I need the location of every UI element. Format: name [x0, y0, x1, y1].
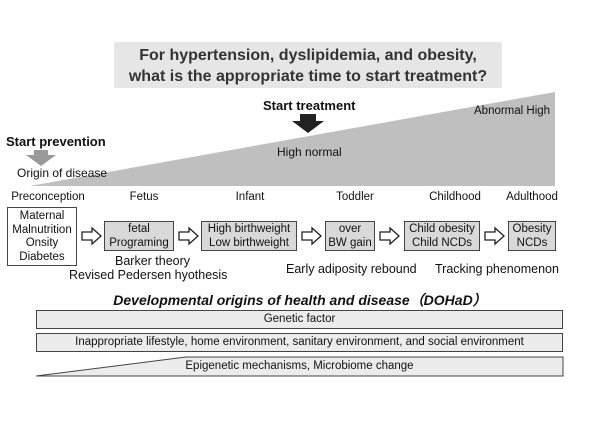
pedersen-hypothesis-text: Revised Pedersen hyothesis	[69, 268, 228, 282]
box-line: Programing	[109, 236, 169, 249]
box-line: Malnutrition	[12, 223, 72, 236]
abnormal-high-label: Abnormal High	[474, 105, 551, 117]
question-line-2: what is the appropriate time to start tr…	[128, 68, 488, 85]
box-line: High birthweight	[207, 223, 291, 235]
dohad-title: Developmental origins of health and dise…	[113, 292, 487, 308]
stage-fetus: Fetus	[129, 191, 159, 203]
origin-of-disease-label: Origin of disease	[17, 166, 108, 180]
box-toddler: over BW gain	[325, 221, 375, 251]
start-treatment-arrow	[292, 114, 324, 133]
genetic-factor-bar: Genetic factor	[36, 310, 563, 329]
stage-infant: Infant	[235, 191, 265, 203]
start-prevention-label: Start prevention	[6, 134, 106, 149]
box-line: over	[338, 223, 362, 235]
box-preconception: Maternal Malnutrition Onsity Diabetes	[7, 207, 77, 266]
stage-toddler: Toddler	[336, 191, 374, 203]
flow-arrow-icon	[81, 226, 102, 246]
box-line: fetal	[128, 223, 150, 235]
question-line-1: For hypertension, dyslipidemia, and obes…	[139, 47, 477, 64]
box-line: Child obesity	[409, 223, 475, 235]
flow-arrow-icon	[301, 226, 322, 246]
box-line: Obesity	[512, 223, 552, 235]
stage-preconception: Preconception	[11, 191, 85, 203]
start-prevention-arrow	[26, 150, 56, 166]
box-line: Onsity	[25, 237, 59, 249]
flow-arrow-icon	[484, 226, 505, 246]
high-normal-label: High normal	[277, 145, 342, 159]
epigenetic-wedge-bar	[36, 356, 564, 377]
box-line: Diabetes	[19, 250, 65, 263]
epigenetic-bar-label: Epigenetic mechanisms, Microbiome change	[185, 360, 414, 372]
box-line: Low birthweight	[209, 236, 289, 249]
box-adulthood: Obesity NCDs	[508, 221, 556, 251]
flow-arrow-icon	[178, 226, 199, 246]
box-infant: High birthweight Low birthweight	[201, 221, 297, 251]
tracking-phenomenon-text: Tracking phenomenon	[435, 262, 559, 276]
adiposity-rebound-text: Early adiposity rebound	[286, 262, 417, 276]
risk-wedge	[30, 92, 555, 186]
box-line: BW gain	[328, 236, 372, 249]
box-fetus: fetal Programing	[104, 221, 174, 251]
box-line: Child NCDs	[411, 236, 473, 249]
start-treatment-label: Start treatment	[263, 98, 356, 113]
flow-arrow-icon	[379, 226, 400, 246]
barker-theory-text: Barker theory	[115, 254, 191, 268]
question-banner: For hypertension, dyslipidemia, and obes…	[114, 42, 502, 88]
stage-adulthood: Adulthood	[506, 191, 558, 203]
box-childhood: Child obesity Child NCDs	[404, 221, 480, 251]
box-line: Maternal	[19, 210, 65, 222]
box-line: NCDs	[516, 236, 548, 249]
lifestyle-factor-bar: Inappropriate lifestyle, home environmen…	[36, 333, 563, 352]
stage-childhood: Childhood	[429, 191, 481, 203]
